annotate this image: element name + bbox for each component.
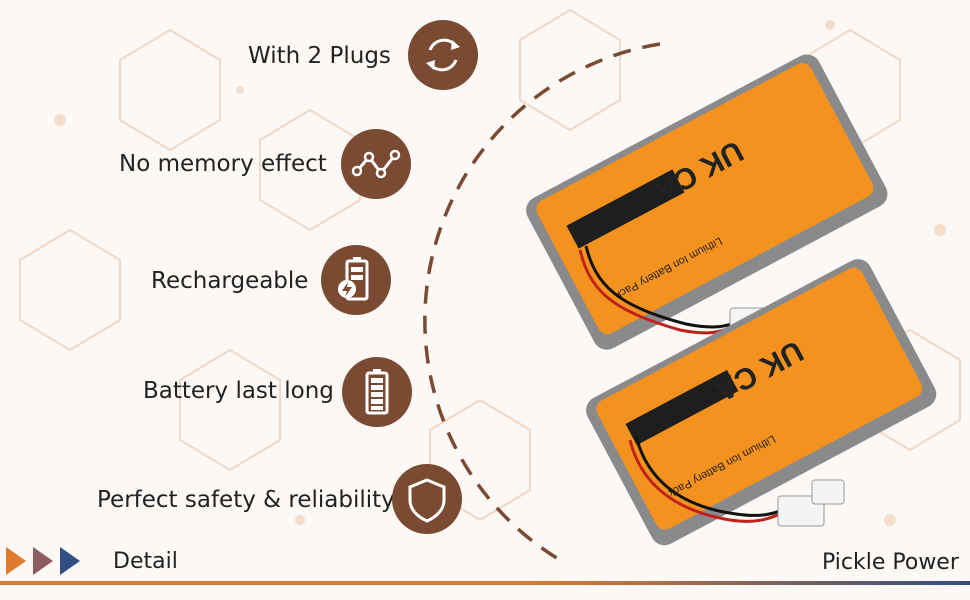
- battery-packs-illustration: UK CA Lithium Ion Battery Pack UK CA Lit…: [526, 54, 937, 546]
- feature-label: Rechargeable: [151, 268, 309, 294]
- brand-name: Pickle Power: [822, 550, 959, 575]
- zigzag-graph-icon: [341, 129, 411, 199]
- charging-battery-icon: [321, 245, 391, 315]
- triple-arrow-icon: [6, 547, 80, 575]
- two-plugs-refresh-icon: [408, 20, 478, 90]
- feature-label: Perfect safety & reliability: [97, 487, 395, 513]
- detail-label: Detail: [113, 549, 178, 574]
- full-battery-icon: [342, 357, 412, 427]
- shield-icon: [392, 464, 462, 534]
- footer-divider: [0, 581, 970, 585]
- feature-label: No memory effect: [119, 151, 327, 177]
- battery-pack-bottom: UK CA Lithium Ion Battery Pack: [586, 259, 937, 546]
- battery-pack-top: UK CA Lithium Ion Battery Pack: [526, 54, 888, 350]
- feature-label: With 2 Plugs: [248, 43, 391, 69]
- feature-label: Battery last long: [143, 378, 334, 404]
